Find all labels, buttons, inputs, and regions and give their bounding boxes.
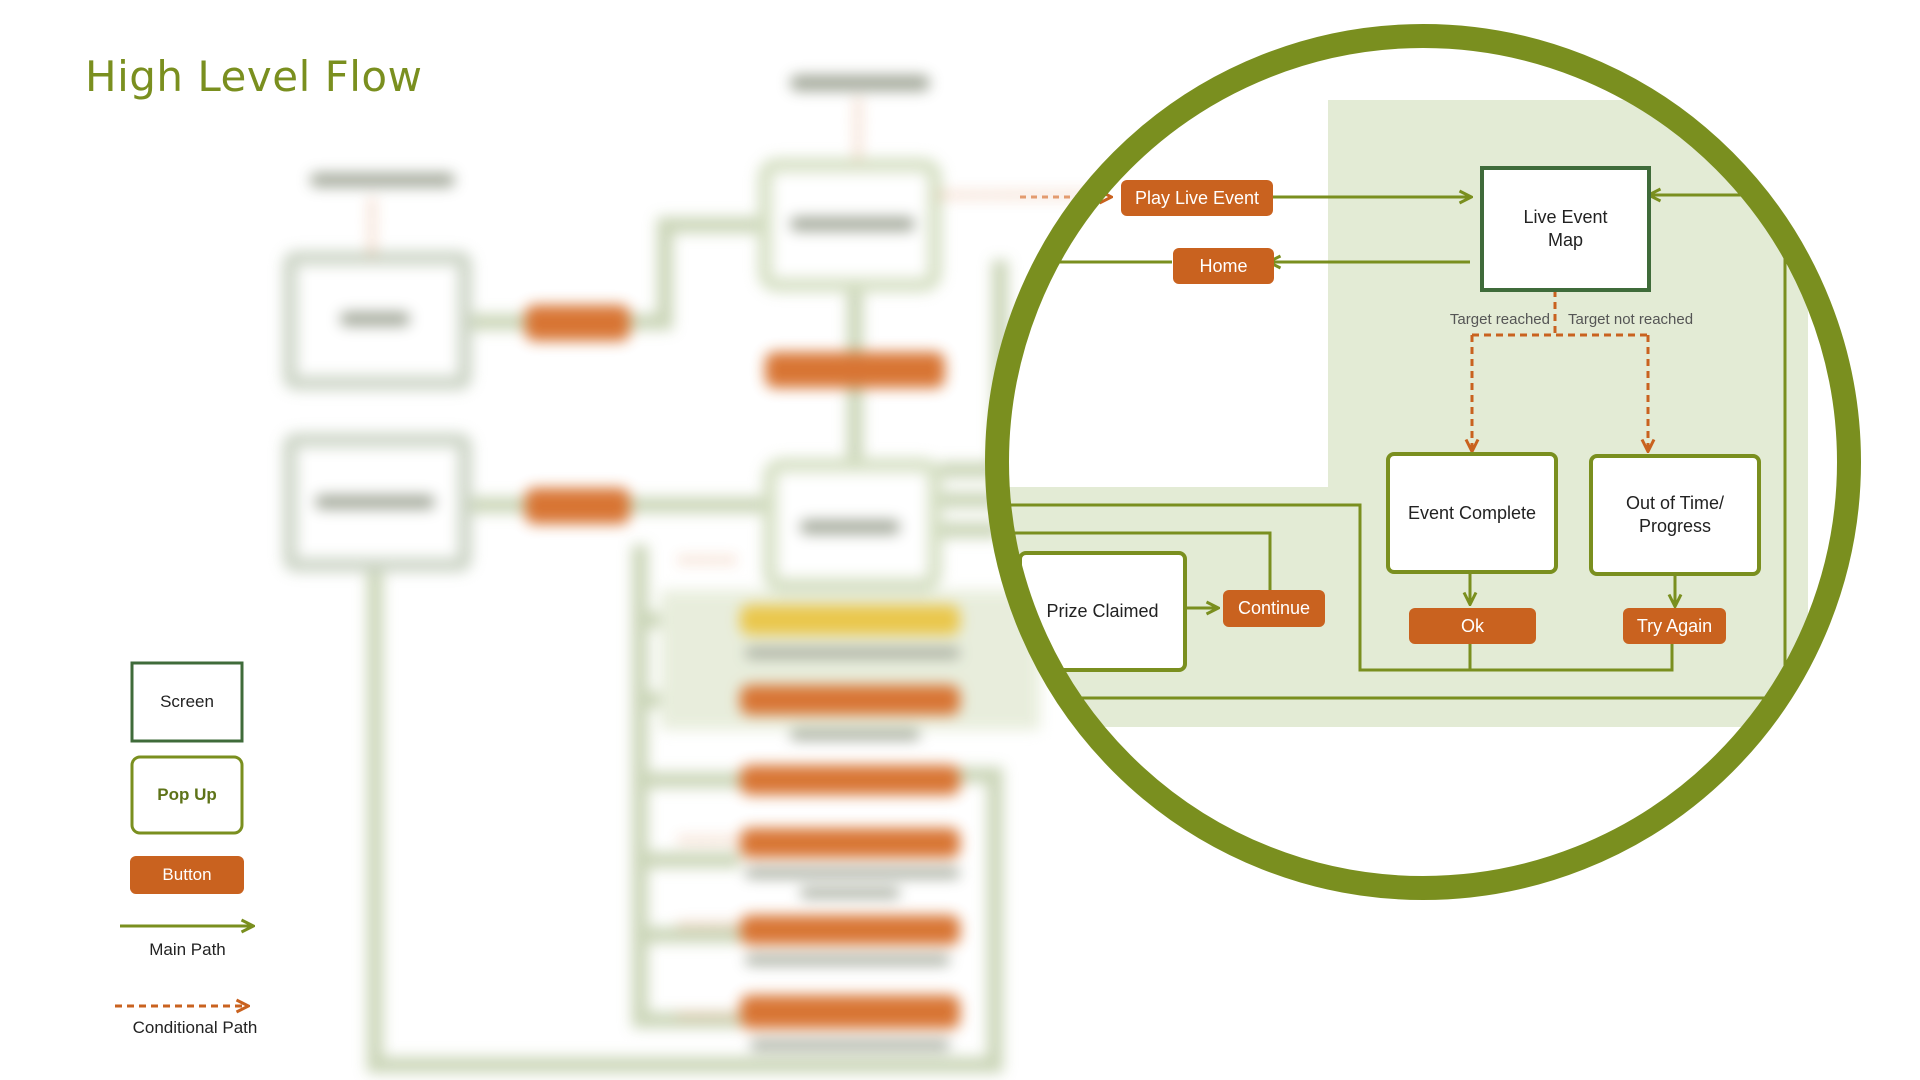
legend	[115, 661, 252, 1006]
legend-main-path-label: Main Path	[149, 940, 226, 959]
event-complete-label: Event Complete	[1407, 502, 1537, 523]
main-path-connectors	[997, 195, 1787, 700]
legend-screen-swatch	[130, 661, 244, 743]
live-event-map-line1: Live Event	[1523, 207, 1608, 227]
legend-popup-label: Pop Up	[157, 785, 217, 804]
continue-button[interactable]	[1223, 590, 1325, 627]
live-event-map-line2: Map	[1547, 230, 1583, 250]
out-of-time-label: Out of Time/ Progress	[1591, 456, 1759, 574]
event-complete-popup[interactable]	[1386, 452, 1558, 574]
zoom-circle-ring	[985, 24, 1861, 900]
home-label[interactable]: Home	[1199, 255, 1248, 276]
out-of-time-line2: Progress	[1638, 516, 1712, 536]
page-title: High Level Flow	[85, 52, 423, 101]
ok-button[interactable]	[1409, 608, 1536, 644]
play-live-event-label[interactable]: Play Live Event	[1134, 187, 1260, 208]
try-again-label[interactable]: Try Again	[1636, 615, 1713, 636]
home-button[interactable]	[1173, 248, 1274, 284]
out-of-time-line1: Out of Time/	[1625, 493, 1725, 513]
target-reached-label: Target reached	[1449, 310, 1550, 328]
live-event-map-label: Live Event Map	[1482, 168, 1649, 290]
try-again-button[interactable]	[1623, 608, 1726, 644]
prize-claimed-label: Prize Claimed	[1046, 601, 1159, 621]
legend-conditional-path-label: Conditional Path	[132, 1018, 258, 1037]
continue-label[interactable]: Continue	[1237, 598, 1311, 618]
target-not-reached-label: Target not reached	[1568, 310, 1694, 328]
legend-button-swatch	[130, 856, 244, 894]
play-live-event-button[interactable]	[1121, 180, 1273, 216]
legend-button-label: Button	[162, 865, 212, 884]
out-of-time-popup[interactable]	[1589, 454, 1761, 576]
live-event-map-screen[interactable]	[1480, 166, 1651, 292]
legend-popup-swatch	[130, 755, 244, 835]
conditional-path-connectors	[1472, 290, 1648, 450]
legend-screen-label: Screen	[160, 692, 214, 711]
ok-label[interactable]: Ok	[1460, 615, 1484, 636]
